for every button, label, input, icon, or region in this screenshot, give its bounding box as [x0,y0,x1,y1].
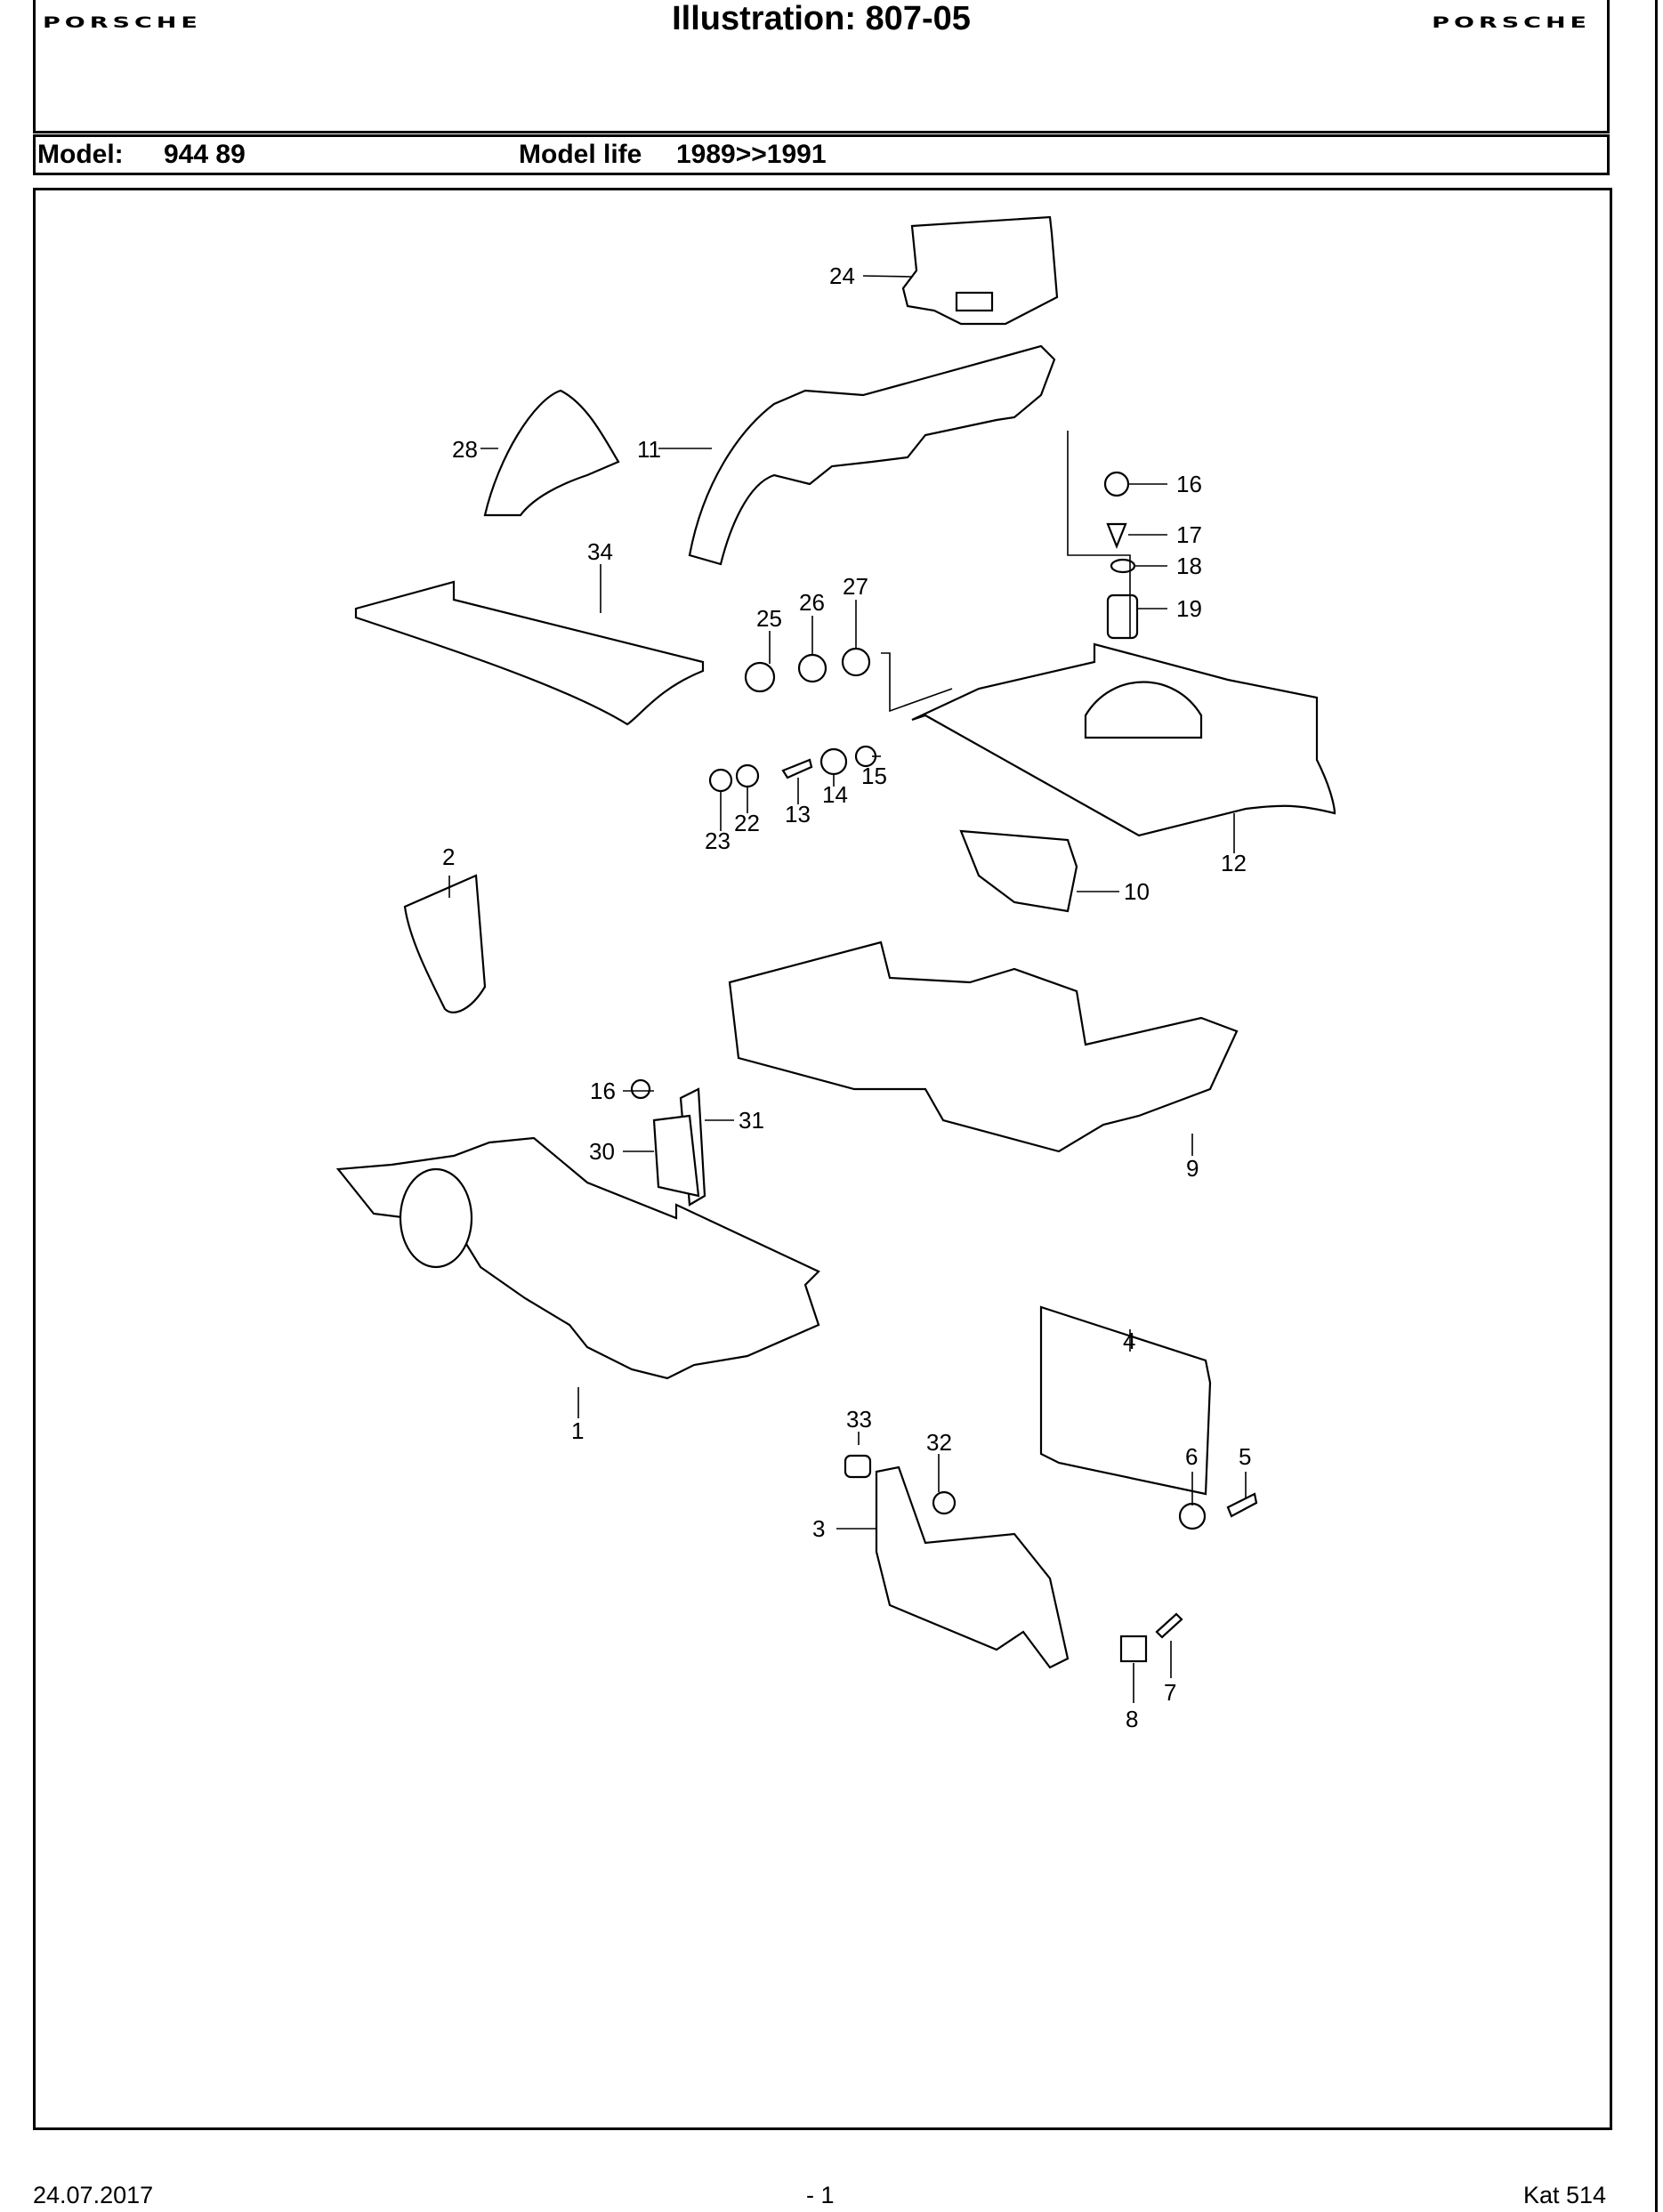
footer-catalog-number: Kat 514 [1523,2182,1607,2208]
page-right-rule [1655,0,1658,2212]
part-13-screw [781,758,813,779]
callout-16-lower: 16 [590,1078,616,1104]
footer-page-number: - 1 [806,2182,835,2208]
callout-24: 24 [829,262,855,289]
model-life-label: Model life [519,140,642,169]
part-33-bushing [844,1454,872,1479]
part-23-washer [708,768,733,793]
model-info-bar: Model: 944 89 Model life 1989>>1991 [33,134,1610,175]
model-life-value: 1989>>1991 [676,140,827,169]
callout-5: 5 [1239,1443,1251,1470]
brand-logo-right: PORSCHE [1432,14,1591,32]
part-8-clip [1119,1635,1148,1663]
part-30-trim-panel [652,1114,700,1198]
callout-25: 25 [756,605,782,632]
callout-30: 30 [589,1138,615,1165]
callout-9: 9 [1186,1155,1199,1182]
callout-19: 19 [1176,595,1202,622]
part-11-wheel-arch [688,344,1056,566]
part-32-bolt [932,1490,957,1515]
part-5-screw [1226,1492,1258,1518]
callout-31: 31 [739,1107,764,1134]
callout-4: 4 [1123,1328,1135,1354]
callout-23: 23 [705,827,731,854]
callout-14: 14 [822,781,848,808]
part-28-arch-liner [483,389,620,517]
callout-34: 34 [587,538,613,565]
part-24-panel [901,215,1059,326]
exploded-view-drawing: 24 16 17 18 19 28 11 34 25 26 27 13 14 1… [335,215,1336,1732]
part-7-screw [1155,1612,1183,1639]
callout-32: 32 [926,1429,952,1456]
callout-28: 28 [452,436,478,463]
part-14-nut [819,747,848,776]
callout-10: 10 [1124,878,1150,905]
part-12-luggage-floor [911,642,1336,837]
callout-27: 27 [843,573,868,600]
callout-26: 26 [799,589,825,616]
part-12-wheel-hump [1084,681,1203,739]
part-9-floor-carpet [728,941,1239,1153]
part-17-screw [1106,522,1127,549]
parts-diagram: 24 16 17 18 19 28 11 34 25 26 27 13 14 1… [33,188,1612,2130]
part-24-clip [955,291,994,312]
callout-labels: 24 16 17 18 19 28 11 34 25 26 27 13 14 1… [442,262,1251,1732]
model-value: 944 89 [164,140,246,169]
page-header: PORSCHE Illustration: 807-05 PORSCHE [33,0,1610,133]
part-4-mounting-board [1039,1305,1212,1496]
part-27-grommet [841,647,871,677]
part-25-cap [744,661,776,693]
part-18-washer [1110,558,1136,574]
part-1-main-carpet [335,1136,820,1380]
callout-7: 7 [1164,1679,1176,1706]
footer-date: 24.07.2017 [33,2182,154,2208]
leader-lines [448,275,1247,1703]
illustration-title: Illustration: 807-05 [672,0,971,37]
part-1-tunnel-opening [399,1167,473,1269]
callout-15: 15 [861,763,887,789]
part-19-spacer [1106,593,1139,640]
part-16-clip-upper [1103,471,1130,497]
part-26-grommet [797,653,827,683]
callout-6: 6 [1185,1443,1198,1470]
callout-2: 2 [442,844,455,870]
callout-13: 13 [785,801,811,827]
part-3-seat-bracket [875,1465,1070,1669]
callout-3: 3 [812,1515,825,1542]
callout-18: 18 [1176,553,1202,579]
callout-22: 22 [734,810,760,836]
callout-1: 1 [571,1417,584,1444]
part-10-sound-pad [959,829,1078,913]
part-6-nut [1178,1502,1207,1530]
part-16-clip-lower [630,1078,651,1100]
callout-16: 16 [1176,471,1202,497]
callout-33: 33 [846,1406,872,1433]
model-label: Model: [37,140,124,169]
part-34-rear-shelf [354,580,705,726]
callout-17: 17 [1176,521,1202,548]
callout-8: 8 [1126,1706,1138,1732]
part-2-side-trim [403,874,487,1013]
callout-11: 11 [637,436,661,463]
part-22-washer [735,763,760,788]
brand-logo-left: PORSCHE [43,14,202,32]
callout-12: 12 [1221,850,1247,876]
